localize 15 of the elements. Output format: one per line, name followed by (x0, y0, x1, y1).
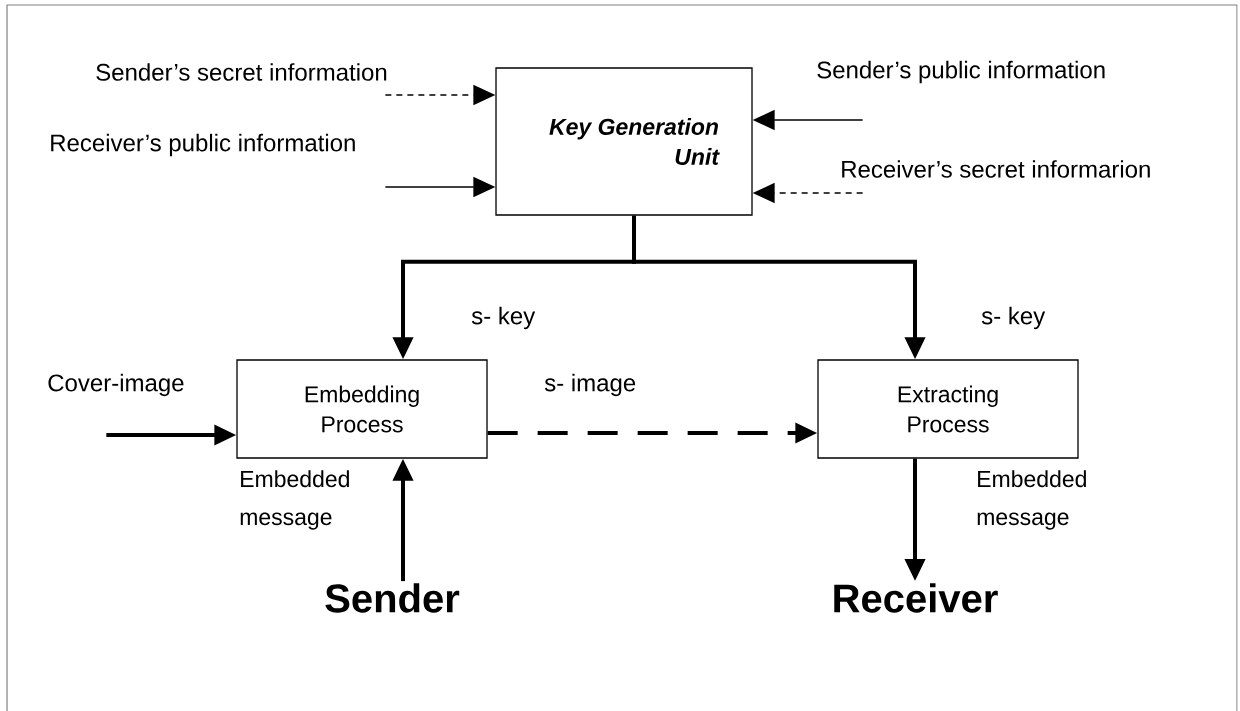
process-box: Extracting Process (817, 359, 1079, 459)
edge-label: Receiver’s public information (51, 133, 355, 157)
edge-label: Cover-image (48, 373, 184, 397)
edge-label: Embedded message (240, 470, 349, 530)
process-box: Embedding Process (236, 359, 488, 459)
edge-label: s- key (981, 306, 1046, 330)
actor-label: Sender (325, 583, 460, 613)
edge-label: Sender’s public information (817, 60, 1105, 84)
edge-label: s- key (471, 306, 536, 330)
edge-label: s- image (544, 373, 636, 397)
process-box: Key Generation Unit (495, 67, 753, 216)
actor-label: Receiver (834, 583, 998, 613)
edge-label: Embedded message (977, 470, 1086, 530)
edge-label: Receiver’s secret informarion (842, 160, 1150, 178)
edge-label: Sender’s secret information (96, 63, 387, 81)
